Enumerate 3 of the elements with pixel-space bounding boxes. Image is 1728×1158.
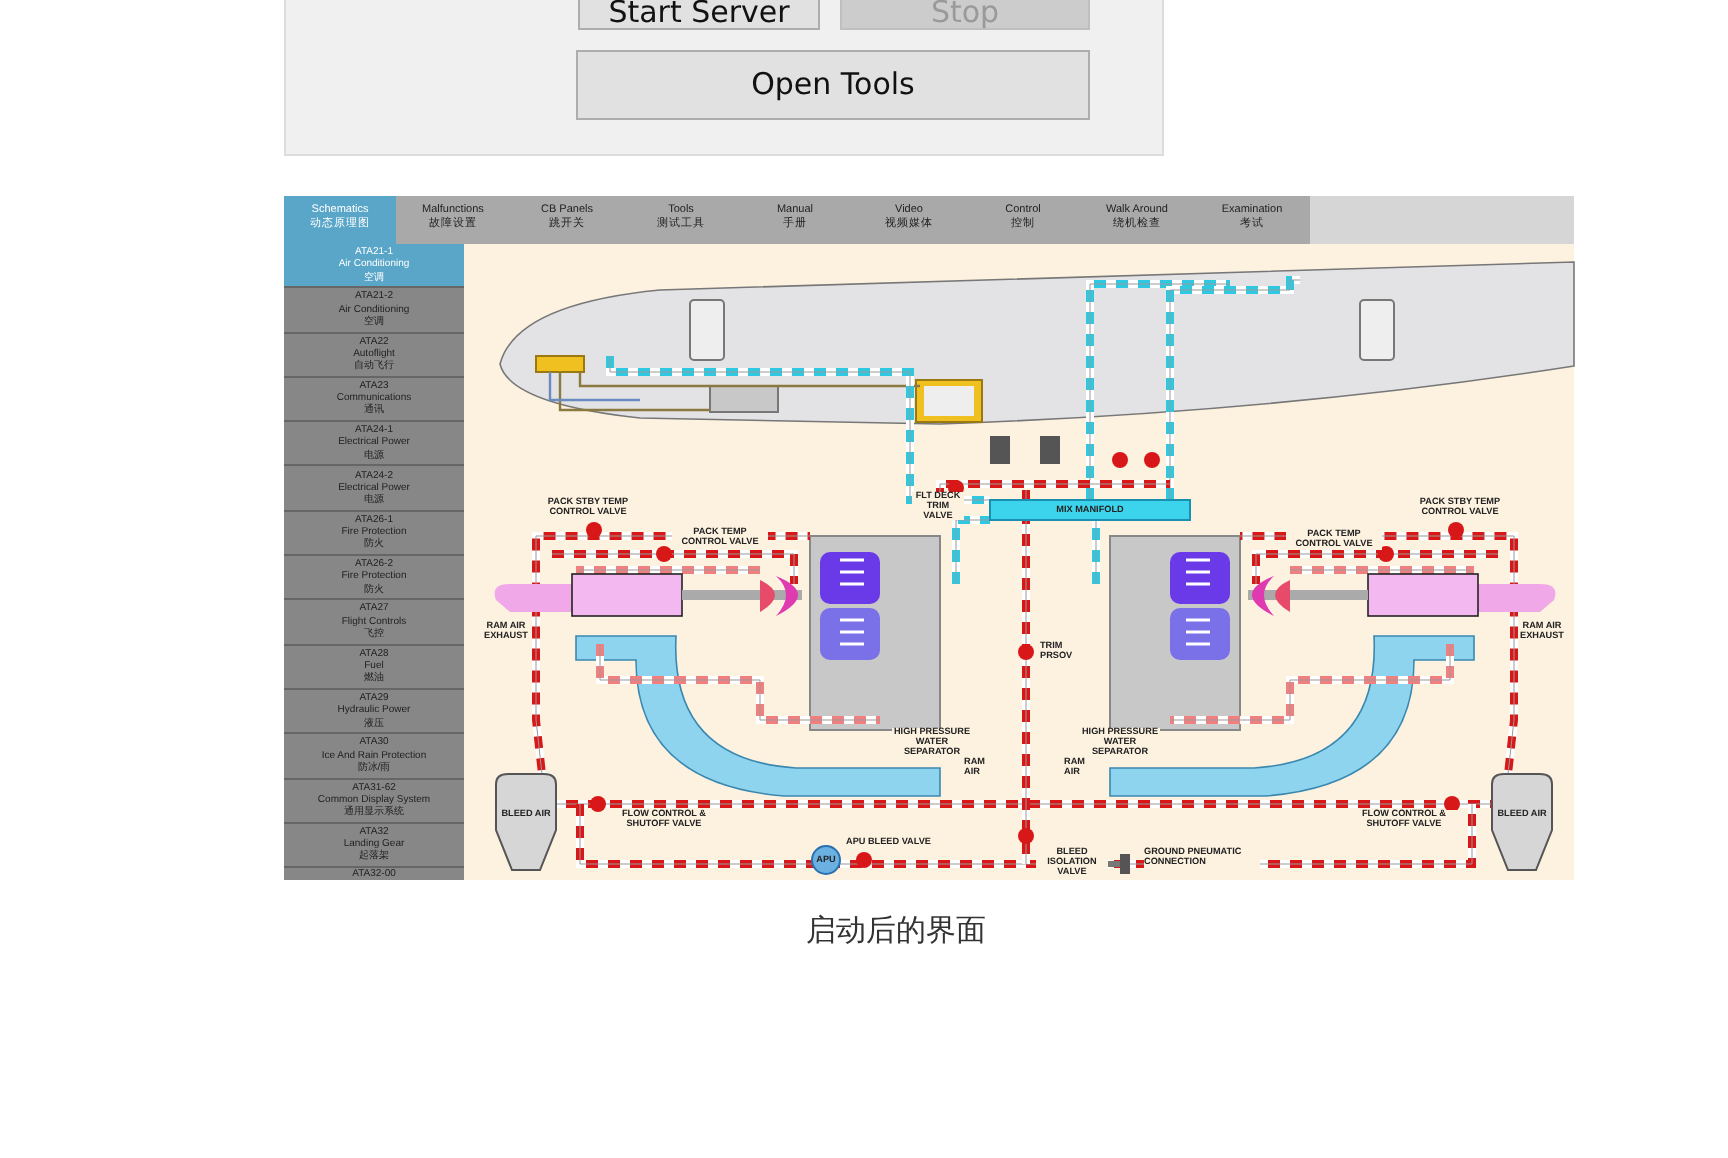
- figure-caption: 启动后的界面: [804, 912, 988, 950]
- start-server-button: Start Server: [578, 0, 820, 30]
- open-tools-button: Open Tools: [576, 50, 1090, 120]
